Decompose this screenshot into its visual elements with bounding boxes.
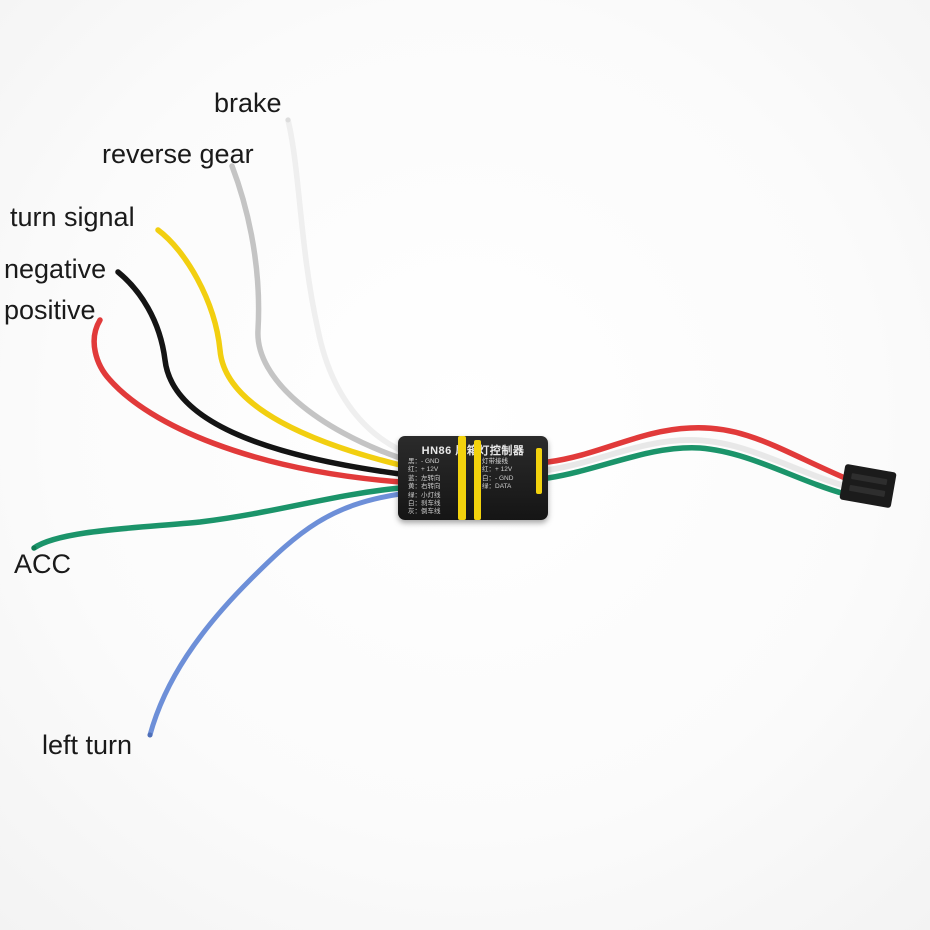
label-brake: brake [214,88,282,118]
label-acc: ACC [14,549,72,579]
output-white-wire [545,437,848,489]
reverse-gear-wire [229,163,403,461]
left-turn-wire-tip [147,732,153,738]
turn-signal-wire [155,227,403,468]
module-title: HN86 尾箱灯控制器 [421,445,525,457]
module-input-legend: 黑：- GND 红：+ 12V 蓝：左转向 黄：右转向 绿：小灯线 白：刹车线 … [408,458,441,517]
label-negative: negative [4,254,107,284]
legend-row: 红：+ 12V [408,466,439,474]
legend-row: 蓝：左转向 [408,474,441,482]
cable-tie [474,440,481,520]
acc-wire [31,485,403,551]
output-white-edge [545,436,848,489]
legend-row: 黑：- GND [408,458,440,465]
legend-row: 白：- GND [482,474,514,482]
brake-wire-edge [285,117,403,453]
acc-wire-tip [31,545,37,551]
legend-row: 红：+ 12V [482,466,513,474]
jst-connector [839,464,897,508]
legend-row: 灰：倒车线 [408,508,441,516]
legend-row: 黄：右转向 [408,483,441,491]
label-left-turn: left turn [42,730,133,760]
legend-row: 绿：小灯线 [408,491,441,499]
brake-wire-tip [285,117,291,123]
controller-module: HN86 尾箱灯控制器 黑：- GND 红：+ 12V 蓝：左转向 黄：右转向 … [398,436,548,520]
label-positive: positive [4,295,96,325]
positive-wire [91,317,403,485]
legend-header: 灯带接线 [482,458,508,465]
cable-tie [536,448,542,494]
cable-tie [458,436,466,520]
legend-row: 绿：DATA [482,483,512,491]
output-red-wire [545,425,848,481]
label-reverse-gear: reverse gear [102,139,254,169]
legend-row: 白：刹车线 [408,500,441,508]
output-green-wire [545,445,848,497]
left-turn-wire [147,491,403,738]
label-turn-signal: turn signal [10,202,135,232]
module-output-legend: 灯带接线 红：+ 12V 白：- GND 绿：DATA [482,458,513,492]
brake-wire [285,117,403,453]
negative-wire [115,269,403,477]
